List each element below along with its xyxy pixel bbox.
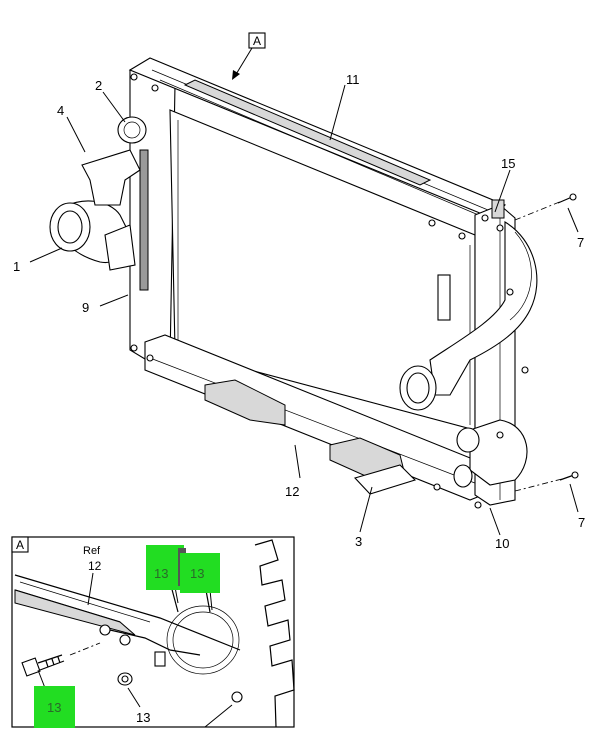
callout-15: 15	[501, 156, 515, 171]
view-label: A	[253, 34, 261, 48]
callout-9: 9	[82, 300, 89, 315]
callout-3: 3	[355, 534, 362, 549]
detail-frame	[11, 536, 295, 728]
view-arrow	[232, 70, 240, 80]
highlight-box-b	[180, 553, 220, 593]
highlight-13-a: 13	[146, 545, 186, 590]
left-mount-bracket	[104, 224, 136, 271]
frame-top-slot	[183, 79, 432, 186]
callout-2: 2	[95, 78, 102, 93]
bottom-clip	[353, 464, 417, 495]
callout-7-upper: 7	[577, 235, 584, 250]
left-duct-arm	[81, 149, 141, 206]
detail-centerline	[69, 642, 101, 656]
callout-1: 1	[13, 259, 20, 274]
callout-13-washer: 13	[136, 710, 150, 725]
left-fin-strip	[139, 149, 149, 291]
right-tank-duct	[429, 221, 538, 396]
radiator-assembly	[49, 57, 579, 509]
detail-bolt	[21, 654, 65, 677]
bolt-7-upper-centerline	[514, 200, 563, 221]
left-upper-elbow	[117, 116, 147, 144]
top-right-tab	[491, 199, 505, 219]
detail-clip	[154, 651, 166, 667]
detail-label: A	[16, 538, 24, 552]
callout-10: 10	[495, 536, 509, 551]
highlight-13-b: 13	[180, 553, 220, 593]
leader-lines	[29, 84, 579, 536]
ref-text: Ref	[83, 545, 101, 557]
bolt-7-lower-centerline	[514, 478, 563, 492]
highlight-text-c: 13	[47, 700, 61, 715]
highlight-text-a: 13	[154, 566, 168, 581]
right-lower-fitting	[453, 464, 473, 488]
frame-bolts	[130, 73, 529, 509]
highlight-text-b: 13	[190, 566, 204, 581]
view-label-box	[248, 32, 266, 49]
detail-label-box	[11, 536, 29, 553]
detail-view-a: A Ref 12	[11, 536, 295, 728]
highlight-box-c	[34, 686, 75, 728]
frame-left-post	[129, 59, 176, 363]
detail-clamp-eye-a	[99, 624, 111, 636]
detail-clamp-eye-b	[119, 634, 131, 646]
right-lower-fitting-b	[456, 427, 480, 453]
callout-11: 11	[346, 72, 360, 87]
view-reference: A	[232, 32, 266, 80]
detail-hose-loop	[166, 605, 240, 675]
bolt-7-lower	[559, 471, 579, 481]
callout-7-lower: 7	[578, 515, 585, 530]
callouts: 1 2 4 9 11 12 15 7 7 3 10	[13, 72, 585, 551]
core-side-clamp	[437, 274, 451, 321]
bolt-7-upper	[557, 193, 577, 204]
highlight-13-c: 13	[34, 686, 75, 728]
detail-nut	[231, 691, 243, 703]
detail-rail	[14, 589, 136, 636]
bottom-bracket-left	[204, 379, 286, 426]
highlight-box-a	[146, 545, 184, 590]
callout-4: 4	[57, 103, 64, 118]
ref-number: 12	[88, 559, 102, 573]
callout-12: 12	[285, 484, 299, 499]
detail-fins	[254, 539, 295, 728]
right-lower-tank	[469, 419, 528, 486]
